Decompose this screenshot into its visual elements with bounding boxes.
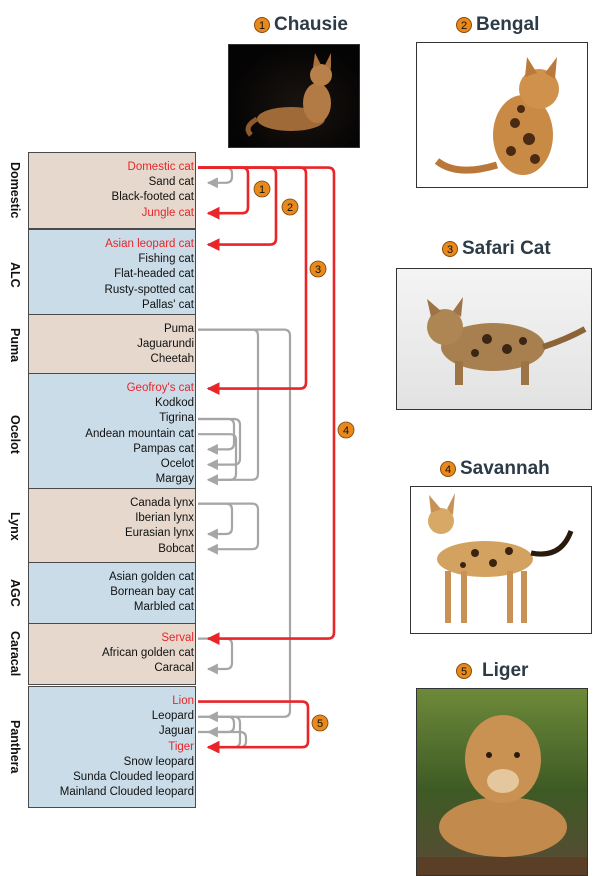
gray-arrow	[198, 637, 234, 675]
lineage-box-domestic	[28, 152, 196, 229]
species-label: Marbled cat	[133, 601, 194, 614]
species-label: Snow leopard	[123, 755, 194, 768]
cross-number-badge: 1	[254, 17, 270, 33]
liger-illustration	[417, 715, 587, 875]
red-arrow-5	[198, 700, 310, 754]
species-label: Jaguar	[158, 725, 194, 738]
hybrid-title-savannah: 4 Savannah	[440, 458, 550, 480]
arrow-number-badge: 5	[311, 714, 329, 732]
species-label: Flat-headed cat	[114, 268, 194, 281]
lineage-box-agc	[28, 562, 196, 624]
bengal-photo	[416, 42, 588, 188]
savannah-photo	[410, 486, 592, 634]
species-label: Domestic cat	[127, 161, 194, 173]
species-label: Iberian lynx	[135, 512, 194, 525]
species-label: Tiger	[168, 740, 194, 753]
gray-arrow	[198, 715, 236, 738]
gray-arrow	[198, 433, 238, 486]
hybrid-title-liger: 5 Liger	[456, 660, 528, 682]
lineage-box-caracal	[28, 623, 196, 685]
species-label: Cheetah	[150, 353, 194, 366]
species-label: Pallas' cat	[141, 298, 194, 311]
species-label: Rusty-spotted cat	[104, 283, 194, 296]
red-arrow-4	[198, 166, 336, 646]
species-label: Jaguarundi	[137, 338, 194, 351]
species-label: Sunda Clouded leopard	[73, 771, 194, 783]
species-label: Mainland Clouded leopard	[59, 786, 194, 799]
safari-cat-illustration	[427, 297, 587, 385]
species-label: Andean mountain cat	[85, 427, 194, 440]
hybrid-name: Chausie	[274, 14, 348, 35]
hybrid-name: Liger	[482, 660, 529, 681]
red-arrow-1	[198, 166, 250, 220]
arrow-number-badge: 1	[253, 180, 271, 198]
gray-arrow	[198, 328, 260, 486]
species-label: Leopard	[151, 710, 194, 723]
lineage-box-lynx	[28, 488, 196, 565]
species-label: Geofroy's cat	[126, 382, 194, 394]
cross-number-badge: 2	[456, 17, 472, 33]
gray-arrow	[198, 502, 260, 555]
species-label: Lion	[172, 695, 194, 707]
hybrid-title-bengal: 2 Bengal	[456, 14, 539, 36]
chausie-cat-illustration	[245, 53, 332, 137]
hybrid-title-safari-cat: 3 Safari Cat	[442, 238, 551, 260]
cross-number-badge: 5	[456, 663, 472, 679]
species-label: Black-footed cat	[111, 191, 194, 204]
hybrid-name: Bengal	[476, 14, 540, 35]
arrow-number-badge: 2	[281, 198, 299, 216]
species-label: Serval	[161, 632, 194, 644]
species-label: Margay	[155, 473, 194, 486]
bengal-cat-illustration	[434, 57, 559, 175]
hybrid-name: Safari Cat	[462, 238, 551, 259]
hybrid-name: Savannah	[460, 458, 550, 479]
svg-text:5: 5	[317, 718, 323, 730]
gray-arrow	[198, 166, 234, 189]
red-arrow-2	[198, 166, 278, 252]
species-label: Kodkod	[154, 397, 194, 410]
species-label: Pampas cat	[133, 442, 194, 455]
species-label: Canada lynx	[130, 497, 194, 509]
species-label: Eurasian lynx	[124, 527, 194, 540]
svg-text:3: 3	[315, 264, 321, 276]
species-label: Asian golden cat	[108, 571, 194, 583]
species-label: Jungle cat	[141, 206, 194, 219]
cross-number-badge: 3	[442, 241, 458, 257]
arrow-number-badge: 4	[337, 421, 355, 439]
species-label: Tigrina	[159, 412, 194, 425]
safari-cat-photo	[396, 268, 592, 410]
svg-text:1: 1	[259, 184, 265, 196]
chausie-photo	[228, 44, 360, 148]
gray-arrow	[198, 328, 292, 723]
svg-text:4: 4	[343, 425, 349, 437]
species-label: Bobcat	[158, 542, 194, 555]
species-label: Bornean bay cat	[110, 586, 194, 599]
species-label: Asian leopard cat	[105, 238, 194, 250]
cross-number-badge: 4	[440, 461, 456, 477]
lineage-box-ocelot	[28, 373, 196, 496]
arrow-number-badge: 3	[309, 260, 327, 278]
species-label: Caracal	[154, 662, 194, 675]
savannah-cat-illustration	[428, 493, 574, 623]
lineage-box-panthera	[28, 686, 196, 809]
species-label: Puma	[163, 323, 194, 335]
lineage-box-alc	[28, 229, 196, 321]
svg-text:2: 2	[287, 202, 293, 214]
species-label: Fishing cat	[138, 253, 194, 266]
liger-photo	[416, 688, 588, 876]
species-label: Sand cat	[148, 176, 194, 189]
hybrid-title-chausie: 1 Chausie	[254, 14, 348, 36]
species-label: Ocelot	[160, 458, 194, 470]
species-label: African golden cat	[101, 647, 194, 660]
gray-arrow	[198, 502, 234, 540]
